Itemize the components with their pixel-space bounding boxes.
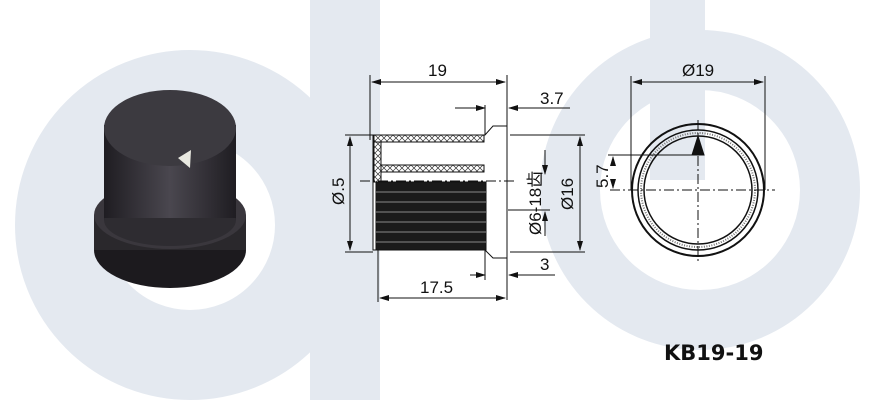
model-number: KB19-19 bbox=[664, 341, 764, 365]
knob-photo bbox=[94, 90, 246, 288]
dim-cap-step: 3.7 bbox=[540, 89, 564, 108]
dim-pointer-offset: 5.7 bbox=[593, 164, 612, 188]
side-view bbox=[345, 75, 585, 302]
dim-bottom-step: 3 bbox=[540, 255, 549, 274]
pointer-indicator-icon bbox=[178, 150, 191, 168]
dim-shaft-dia: Ø.5 bbox=[329, 178, 348, 205]
dim-body-length: 17.5 bbox=[420, 278, 453, 297]
dim-top-view-dia: Ø19 bbox=[682, 61, 714, 80]
dim-overall-length: 19 bbox=[428, 61, 447, 80]
dim-outer-dia: Ø16 bbox=[558, 178, 577, 210]
dim-spline: Ø6-18齿 bbox=[526, 171, 545, 235]
top-view bbox=[608, 76, 775, 262]
